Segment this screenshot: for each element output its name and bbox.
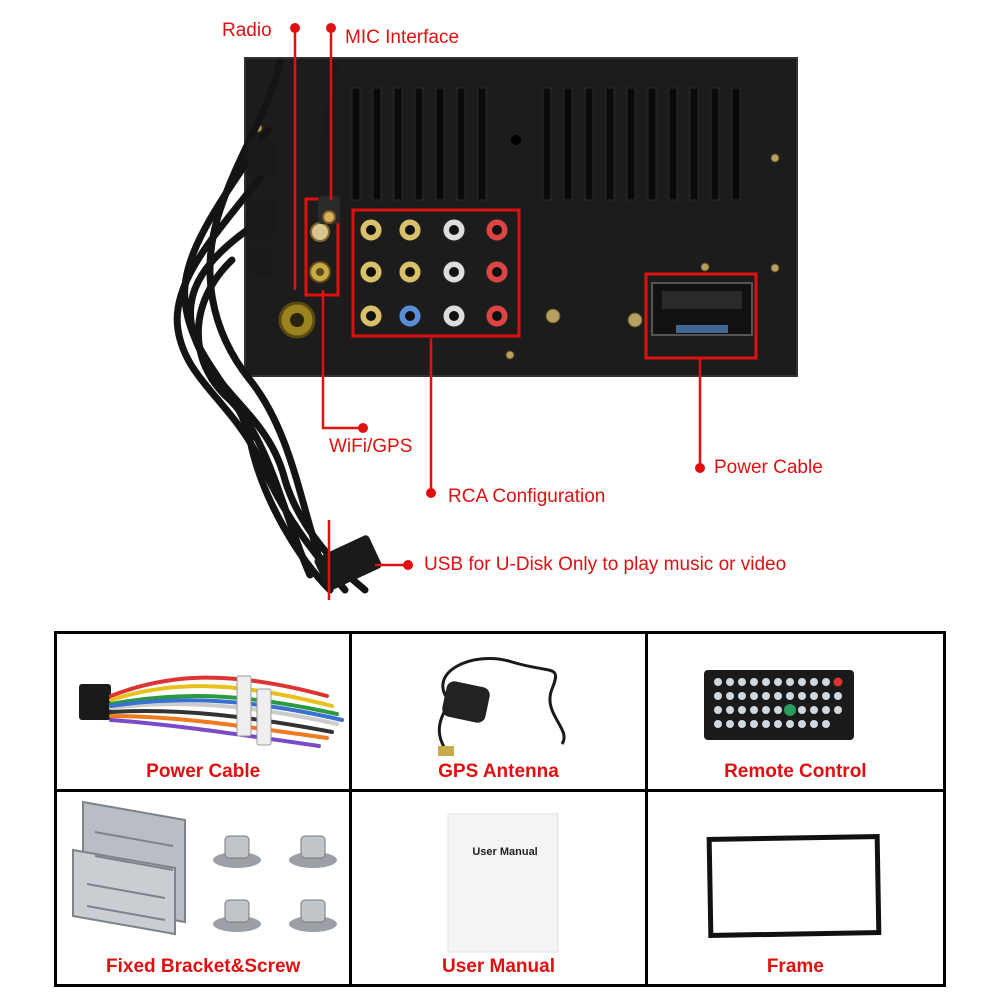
accessories-grid: Power Cable GPS Antenna Remote Control xyxy=(54,631,946,987)
rear-panel-illustration xyxy=(173,23,798,618)
wire-harness-icon xyxy=(79,675,344,748)
callout-wifi-gps: WiFi/GPS xyxy=(329,436,413,457)
leader-dots xyxy=(290,23,705,570)
power-connector xyxy=(651,282,753,336)
accessory-user-manual: User Manual User Manual xyxy=(352,792,648,984)
accessory-label: Frame xyxy=(766,956,824,977)
manual-cover-title: User Manual xyxy=(472,846,538,858)
accessory-power-cable: Power Cable xyxy=(57,634,353,792)
usb-plug xyxy=(314,535,382,591)
bracket-screw-icon xyxy=(72,800,337,936)
callout-mic-interface: MIC Interface xyxy=(345,27,460,48)
gps-antenna-icon xyxy=(438,657,566,756)
accessory-label: User Manual xyxy=(442,956,555,977)
accessory-frame: Frame xyxy=(648,792,943,984)
vent-left xyxy=(351,87,487,201)
rca-jacks xyxy=(359,218,509,328)
accessory-remote-control: Remote Control xyxy=(647,634,943,792)
remote-control-icon xyxy=(703,670,854,740)
bracket-left xyxy=(72,800,186,936)
rear-panel-diagram: Radio MIC Interface WiFi/GPS RCA Configu… xyxy=(173,20,823,618)
accessory-gps-antenna: GPS Antenna xyxy=(352,634,648,792)
screws xyxy=(213,835,337,932)
accessory-label: Remote Control xyxy=(724,761,867,782)
frame-icon xyxy=(706,833,882,939)
callout-rca-configuration: RCA Configuration xyxy=(448,486,606,507)
accessory-fixed-bracket-screw: Fixed Bracket&Screw xyxy=(57,792,353,984)
vent-right xyxy=(542,87,741,201)
accessory-label: Power Cable xyxy=(146,761,261,782)
callout-power-cable: Power Cable xyxy=(714,457,823,478)
callout-radio: Radio xyxy=(222,20,272,41)
user-manual-icon xyxy=(447,813,559,953)
callout-usb: USB for U-Disk Only to play music or vid… xyxy=(424,554,787,575)
accessory-label: Fixed Bracket&Screw xyxy=(106,956,301,977)
cable-bundle xyxy=(173,58,369,594)
accessory-label: GPS Antenna xyxy=(438,761,559,782)
cable-plugs xyxy=(246,140,276,276)
